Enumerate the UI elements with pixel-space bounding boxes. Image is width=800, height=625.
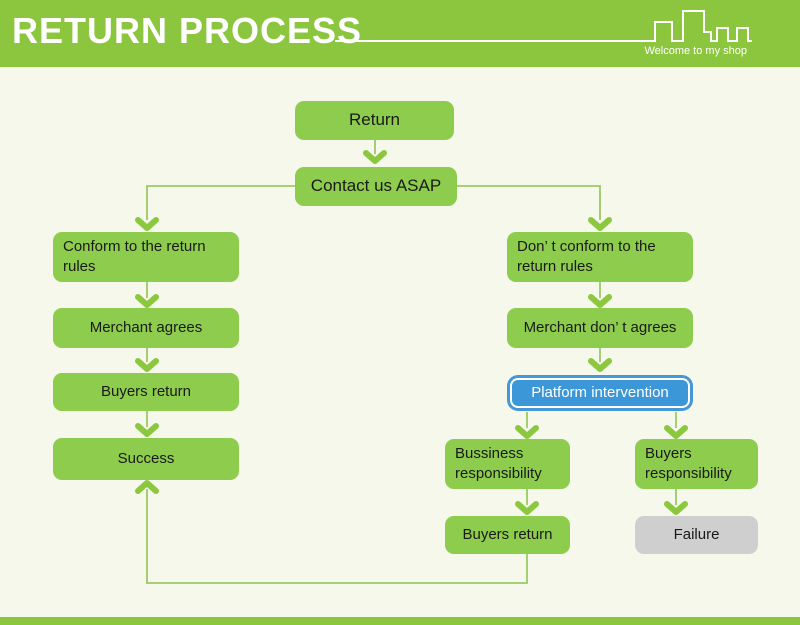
node-buyers-return-right: Buyers return xyxy=(445,516,570,554)
node-buyers-responsibility: Buyers responsibility xyxy=(635,439,758,489)
node-success-label: Success xyxy=(117,449,175,467)
node-failure-label: Failure xyxy=(673,525,720,543)
shop-tagline: Welcome to my shop xyxy=(644,45,747,57)
node-merchant-dont-agrees-label: Merchant don’ t agrees xyxy=(523,318,677,336)
node-buyers-return-left: Buyers return xyxy=(53,373,239,411)
header-decoration xyxy=(335,10,752,42)
node-platform-intervention-label: Platform intervention xyxy=(531,383,669,401)
node-merchant-agrees-label: Merchant agrees xyxy=(89,318,203,336)
header-line-and-skyline-icon xyxy=(335,10,752,42)
node-contact-us-asap-label: Contact us ASAP xyxy=(310,176,442,196)
node-buyers-responsibility-label: Buyers responsibility xyxy=(645,444,732,482)
node-dont-conform-rules: Don’ t conform to the return rules xyxy=(507,232,693,282)
header-bar: RETURN PROCESS Welcome to my shop xyxy=(0,0,800,67)
node-platform-intervention: Platform intervention xyxy=(510,378,690,408)
node-merchant-dont-agrees: Merchant don’ t agrees xyxy=(507,308,693,348)
node-failure: Failure xyxy=(635,516,758,554)
node-return-label: Return xyxy=(348,110,401,130)
page-title: RETURN PROCESS xyxy=(12,10,363,51)
node-conform-rules: Conform to the return rules xyxy=(53,232,239,282)
node-business-responsibility-label: Bussiness responsibility xyxy=(455,444,542,482)
node-contact-us-asap: Contact us ASAP xyxy=(295,167,457,206)
footer-bar xyxy=(0,617,800,625)
node-business-responsibility: Bussiness responsibility xyxy=(445,439,570,489)
node-dont-conform-rules-label: Don’ t conform to the return rules xyxy=(517,237,656,275)
node-conform-rules-label: Conform to the return rules xyxy=(63,237,206,275)
node-buyers-return-right-label: Buyers return xyxy=(462,525,553,543)
node-success: Success xyxy=(53,438,239,480)
node-merchant-agrees: Merchant agrees xyxy=(53,308,239,348)
node-buyers-return-left-label: Buyers return xyxy=(100,382,192,400)
node-return: Return xyxy=(295,101,454,140)
